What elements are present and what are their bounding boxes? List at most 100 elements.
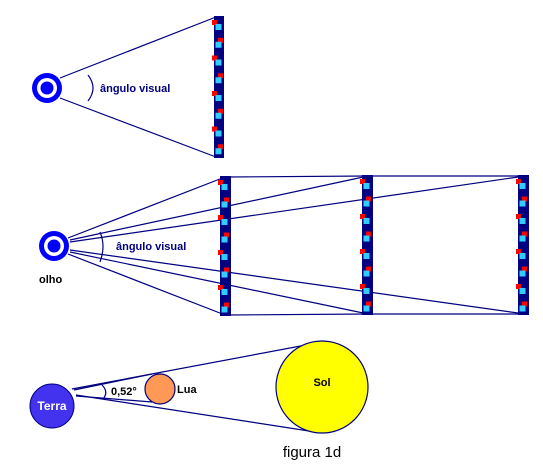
panel-red-square: [516, 249, 521, 254]
panel-cyan-square: [221, 289, 228, 295]
top-lower-sight-line: [59, 97, 217, 158]
panel-red-square: [212, 55, 217, 61]
panel-red-square: [218, 144, 223, 150]
panel-red-square: [360, 179, 365, 184]
panel-red-square: [516, 284, 521, 289]
panel-cyan-square: [519, 183, 526, 189]
panel-red-square: [360, 284, 365, 289]
panel-cyan-square: [363, 270, 370, 277]
panel-cyan-square: [519, 218, 526, 224]
panel-background: [362, 175, 373, 315]
near-image-panel: [218, 176, 231, 316]
top-eye-icon: [32, 73, 62, 103]
panel-cyan-square: [221, 219, 228, 225]
panel-cyan-square: [221, 236, 228, 243]
far-image-panel: [516, 175, 529, 315]
panel-red-square: [212, 20, 217, 25]
mid-bottom-edge-1: [224, 313, 369, 316]
panel-cyan-square: [215, 77, 222, 84]
moon-circle: [144, 373, 176, 405]
panel-cyan-square: [363, 183, 370, 189]
panel-cyan-square: [221, 201, 228, 208]
panel-red-square: [366, 301, 371, 307]
top-image-panel: [212, 16, 224, 158]
sun-circle: [275, 340, 369, 434]
panel-cyan-square: [215, 95, 222, 101]
sun-label: Sol: [313, 377, 330, 389]
panel-red-square: [516, 179, 521, 184]
panel-cyan-square: [221, 254, 228, 260]
middle-image-panel: [360, 175, 373, 315]
panel-cyan-square: [363, 200, 370, 207]
panel-red-square: [224, 197, 229, 203]
mid-angle-arc: [99, 231, 104, 263]
panel-cyan-square: [519, 270, 526, 277]
panel-cyan-square: [215, 59, 222, 66]
panel-cyan-square: [363, 305, 370, 312]
panel-background: [214, 16, 224, 158]
panel-cyan-square: [215, 112, 222, 119]
panel-red-square: [218, 250, 223, 255]
panel-cyan-square: [215, 148, 222, 155]
moon-upper-tangent: [73, 373, 153, 391]
mid-far-lower-line: [69, 249, 526, 315]
top-angle-label: ângulo visual: [100, 83, 170, 95]
panel-cyan-square: [363, 288, 370, 294]
panel-red-square: [212, 126, 217, 132]
panel-red-square: [366, 266, 371, 272]
top-angle-arc: [87, 74, 94, 102]
panel-cyan-square: [363, 253, 370, 259]
panel-red-square: [522, 266, 527, 272]
eye-label: olho: [39, 274, 62, 286]
panel-red-square: [224, 267, 229, 273]
sun-lower-tangent: [75, 394, 323, 434]
moon-label: Lua: [177, 384, 197, 396]
earth-angle-arc: [101, 384, 107, 400]
figure-caption: figura 1d: [283, 444, 341, 461]
panel-cyan-square: [221, 271, 228, 278]
panel-red-square: [522, 196, 527, 202]
panel-cyan-square: [519, 288, 526, 294]
mid-eye-icon: [39, 231, 69, 261]
panel-red-square: [212, 91, 217, 96]
earth-label: Terra: [37, 399, 66, 413]
panel-red-square: [366, 196, 371, 202]
mid-far-upper-line: [69, 175, 526, 243]
panel-red-square: [224, 232, 229, 238]
panel-red-square: [522, 301, 527, 307]
panel-background: [220, 176, 231, 316]
panel-background: [518, 175, 529, 315]
panel-red-square: [360, 214, 365, 219]
top-diagram: ângulo visual: [32, 16, 224, 158]
panel-red-square: [360, 249, 365, 254]
panel-red-square: [516, 214, 521, 219]
panel-cyan-square: [215, 130, 222, 137]
panel-red-square: [218, 285, 223, 290]
panel-red-square: [366, 231, 371, 237]
panel-cyan-square: [363, 218, 370, 224]
middle-diagram: ângulo visual olho: [39, 175, 529, 316]
panel-red-square: [522, 231, 527, 237]
panel-red-square: [218, 180, 223, 185]
panel-red-square: [218, 37, 223, 43]
panel-red-square: [224, 302, 229, 308]
panel-red-square: [218, 108, 223, 114]
mid-center-upper-line: [69, 175, 369, 241]
angle-value-label: 0,52°: [111, 386, 137, 398]
top-upper-sight-line: [59, 16, 217, 79]
sun-upper-tangent: [71, 341, 323, 390]
earth-circle: [29, 383, 75, 429]
panel-cyan-square: [221, 184, 228, 190]
panel-cyan-square: [215, 41, 222, 48]
mid-top-edge-1: [224, 175, 369, 178]
panel-cyan-square: [221, 306, 228, 313]
mid-center-lower-line: [69, 251, 369, 315]
panel-red-square: [218, 73, 223, 79]
panel-cyan-square: [519, 253, 526, 259]
panel-red-square: [218, 215, 223, 220]
mid-near-lower-line: [67, 253, 226, 316]
moon-lower-tangent: [75, 395, 153, 403]
mid-angle-label: ângulo visual: [116, 241, 186, 253]
panel-cyan-square: [215, 24, 222, 30]
